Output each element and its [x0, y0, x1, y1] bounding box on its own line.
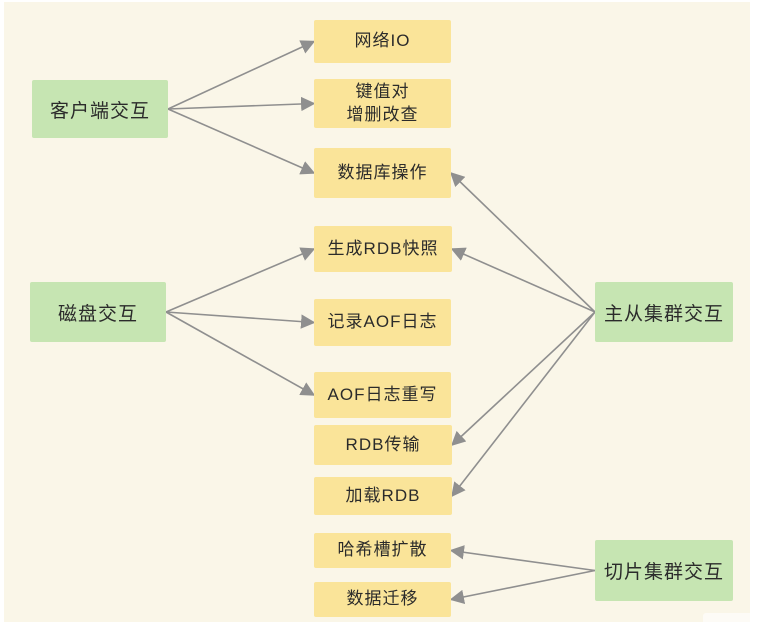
- node-data-migration: 数据迁移: [314, 582, 451, 617]
- node-generate-rdb-snapshot: 生成RDB快照: [314, 226, 452, 272]
- node-key-value-crud: 键值对 增删改查: [314, 79, 451, 128]
- node-load-rdb: 加载RDB: [314, 477, 452, 515]
- node-shard-cluster-interaction: 切片集群交互: [595, 540, 733, 601]
- watermark-artifact: [703, 613, 763, 629]
- node-record-aof-log: 记录AOF日志: [314, 299, 451, 346]
- node-database-operations: 数据库操作: [314, 148, 451, 198]
- node-hash-slot-spread: 哈希槽扩散: [314, 533, 451, 568]
- node-master-slave-cluster-interaction: 主从集群交互: [595, 282, 733, 342]
- node-aof-log-rewrite: AOF日志重写: [314, 372, 451, 418]
- node-network-io: 网络IO: [314, 20, 451, 63]
- node-rdb-transfer: RDB传输: [314, 425, 452, 465]
- node-disk-interaction: 磁盘交互: [30, 282, 166, 342]
- node-client-interaction: 客户端交互: [32, 80, 168, 138]
